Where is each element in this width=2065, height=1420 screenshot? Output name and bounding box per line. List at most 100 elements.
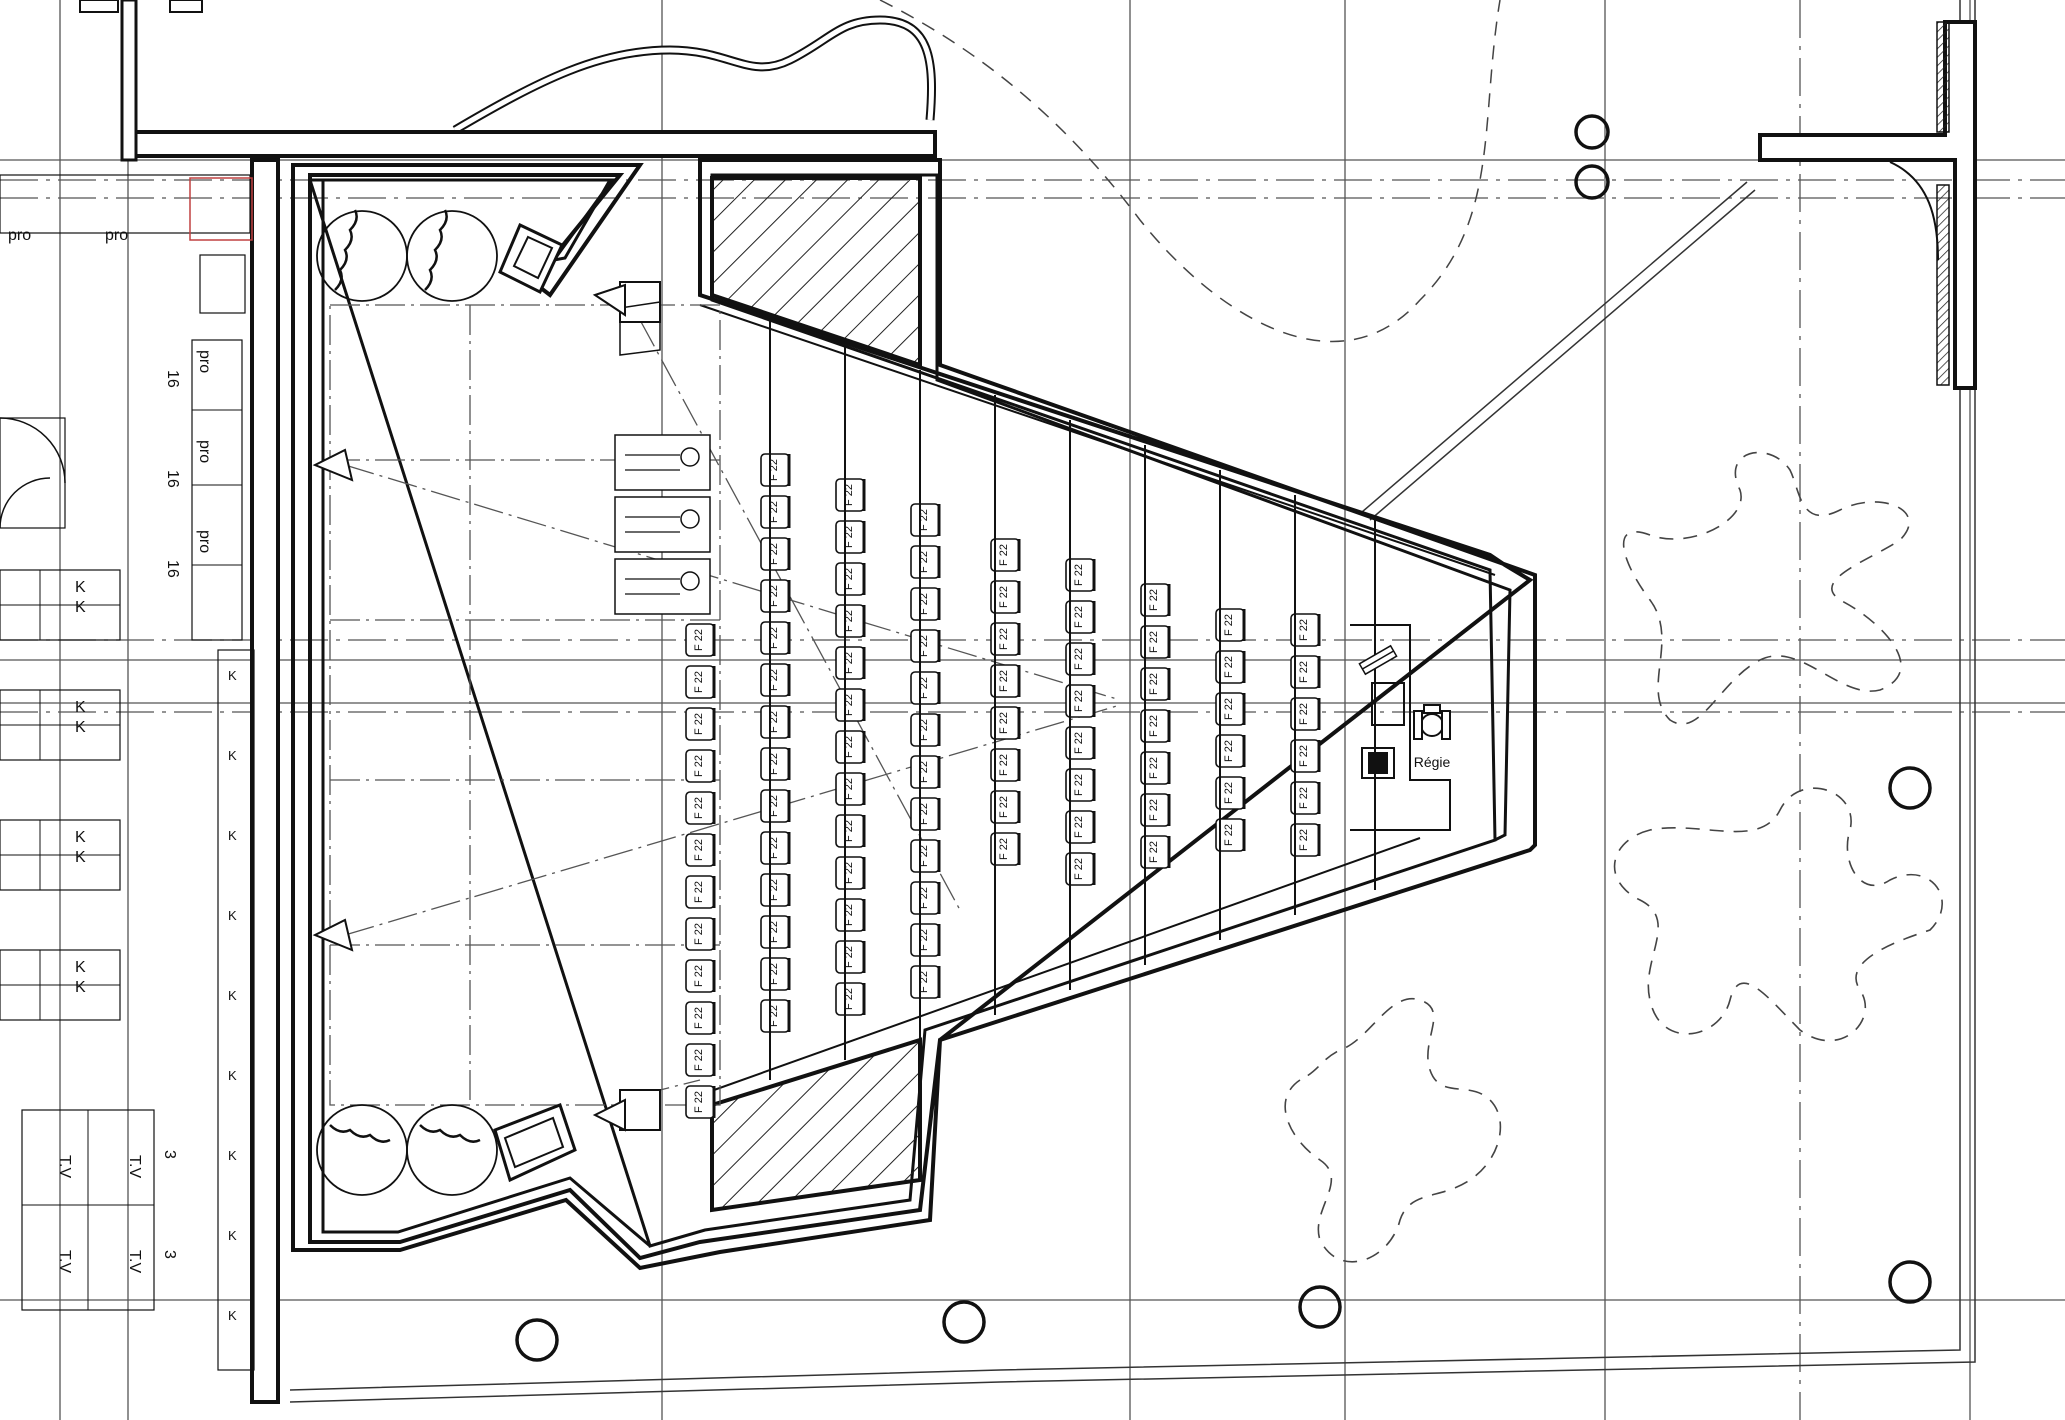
seat: F 22 xyxy=(990,832,1021,866)
seat: F 22 xyxy=(990,790,1021,824)
workspace-tag: pro xyxy=(196,530,213,553)
locker-tag: K xyxy=(228,988,237,1003)
seat-label: F 22 xyxy=(1148,841,1160,863)
seat-label: F 22 xyxy=(1148,631,1160,653)
seat-label: F 22 xyxy=(998,670,1010,692)
seat: F 22 xyxy=(1065,768,1096,802)
seat: F 22 xyxy=(910,503,941,537)
seat: F 22 xyxy=(990,706,1021,740)
seat: F 22 xyxy=(990,538,1021,572)
seat-row: F 22F 22F 22F 22F 22F 22F 22 xyxy=(1140,583,1171,869)
seat: F 22 xyxy=(1140,667,1171,701)
seat: F 22 xyxy=(1290,613,1321,647)
seat: F 22 xyxy=(1215,818,1246,852)
seat-label: F 22 xyxy=(693,1007,705,1029)
seat: F 22 xyxy=(1290,823,1321,857)
tv-tag: T.V xyxy=(56,1250,73,1273)
locker-tag: K xyxy=(228,1068,237,1083)
workspace-tag: pro xyxy=(196,350,213,373)
seat: F 22 xyxy=(910,965,941,999)
seat: F 22 xyxy=(760,789,791,823)
seat: F 22 xyxy=(835,856,866,890)
seat: F 22 xyxy=(1140,835,1171,869)
seat: F 22 xyxy=(1215,650,1246,684)
seat: F 22 xyxy=(685,707,716,741)
seat-label: F 22 xyxy=(1148,673,1160,695)
seat: F 22 xyxy=(990,748,1021,782)
seat: F 22 xyxy=(760,915,791,949)
projection-booths xyxy=(493,222,661,1183)
workspace-tag: pro xyxy=(196,440,213,463)
seat: F 22 xyxy=(685,1043,716,1077)
seat: F 22 xyxy=(910,923,941,957)
seat-label: F 22 xyxy=(998,796,1010,818)
seat: F 22 xyxy=(760,537,791,571)
seat-label: F 22 xyxy=(1073,606,1085,628)
seat: F 22 xyxy=(760,747,791,781)
seat: F 22 xyxy=(685,749,716,783)
seat-label: F 22 xyxy=(1223,656,1235,678)
seat: F 22 xyxy=(760,873,791,907)
top-wall xyxy=(79,0,937,162)
tv-tag: T.V xyxy=(126,1250,143,1273)
locker-tag: K xyxy=(75,829,86,846)
stage-figure xyxy=(614,496,711,553)
seat: F 22 xyxy=(910,839,941,873)
seat: F 22 xyxy=(1140,793,1171,827)
seat: F 22 xyxy=(835,478,866,512)
seat: F 22 xyxy=(1290,697,1321,731)
seat: F 22 xyxy=(685,959,716,993)
cinema-shell xyxy=(291,158,1537,1271)
seat: F 22 xyxy=(1140,709,1171,743)
stage-lights xyxy=(312,283,626,1132)
seat: F 22 xyxy=(685,623,716,657)
seat-label: F 22 xyxy=(1148,799,1160,821)
seat: F 22 xyxy=(1065,642,1096,676)
seat-label: F 22 xyxy=(998,754,1010,776)
chair-tag: 16 xyxy=(164,370,181,388)
corridor-wall xyxy=(250,158,280,1404)
seat-label: F 22 xyxy=(998,838,1010,860)
stage-figure xyxy=(614,558,711,615)
seat: F 22 xyxy=(835,688,866,722)
seat: F 22 xyxy=(1065,810,1096,844)
seat-label: F 22 xyxy=(1298,661,1310,683)
seat: F 22 xyxy=(685,917,716,951)
seat-row: F 22F 22F 22F 22F 22F 22F 22F 22 xyxy=(1065,558,1096,886)
locker-tag: K xyxy=(228,908,237,923)
locker-tag: K xyxy=(75,979,86,996)
seat-label: F 22 xyxy=(1073,858,1085,880)
seat-label: F 22 xyxy=(1298,703,1310,725)
seat: F 22 xyxy=(1065,852,1096,886)
locker-tag: K xyxy=(228,828,237,843)
seat-label: F 22 xyxy=(693,797,705,819)
facade-wall xyxy=(1758,20,1977,390)
building-columns xyxy=(515,114,1932,1362)
seat: F 22 xyxy=(760,453,791,487)
seat: F 22 xyxy=(910,797,941,831)
seat: F 22 xyxy=(685,1001,716,1035)
seat: F 22 xyxy=(760,579,791,613)
chair-tag: 3 xyxy=(161,1150,178,1159)
seat: F 22 xyxy=(760,621,791,655)
seat: F 22 xyxy=(910,587,941,621)
locker-tag: K xyxy=(75,959,86,976)
seat-label: F 22 xyxy=(693,629,705,651)
seat-label: F 22 xyxy=(693,965,705,987)
seat: F 22 xyxy=(910,713,941,747)
seat-label: F 22 xyxy=(1148,715,1160,737)
seat-label: F 22 xyxy=(1223,614,1235,636)
seat-label: F 22 xyxy=(1073,564,1085,586)
seat-row: F 22F 22F 22F 22F 22F 22F 22F 22F 22F 22… xyxy=(685,623,716,1119)
seat: F 22 xyxy=(835,814,866,848)
seat: F 22 xyxy=(1290,781,1321,815)
seat: F 22 xyxy=(1065,558,1096,592)
seat-label: F 22 xyxy=(693,1091,705,1113)
seat-label: F 22 xyxy=(693,755,705,777)
seat-label: F 22 xyxy=(1148,589,1160,611)
seat: F 22 xyxy=(910,545,941,579)
chair-tag: 16 xyxy=(164,470,181,488)
seat: F 22 xyxy=(835,730,866,764)
